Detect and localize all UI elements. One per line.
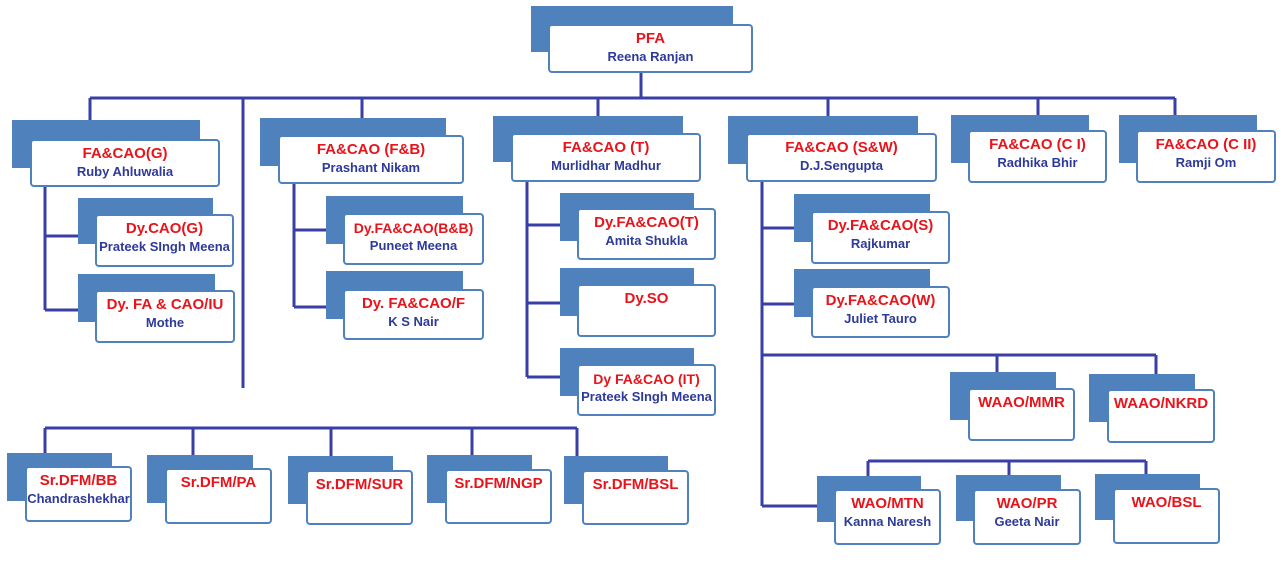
node-dfm-pa: Sr.DFM/PA [165,468,272,524]
node-person-name: Prateek SIngh Meena [581,389,712,404]
node-fa-ci: FA&CAO (C I) Radhika Bhir [968,130,1107,183]
node-title: WAAO/MMR [978,394,1065,411]
node-person-name: Prashant Nikam [321,160,421,175]
node-dy-fa-it: Dy FA&CAO (IT) Prateek SIngh Meena [577,364,716,416]
node-dfm-sur: Sr.DFM/SUR [306,470,413,525]
node-person-name: Kanna Naresh [843,514,932,529]
node-title: FA&CAO (T) [562,139,650,156]
node-wao-mtn: WAO/MTN Kanna Naresh [834,489,941,545]
node-title: Dy.FA&CAO(W) [825,292,936,309]
node-title: Dy.FA&CAO(T) [594,214,699,231]
node-title: FA&CAO(G) [82,145,168,162]
node-title: Dy. FA&CAO/F [361,295,466,312]
node-title: FA&CAO (F&B) [316,141,426,158]
node-person-name: Prateek SIngh Meena [99,239,230,254]
node-title: WAO/MTN [851,495,924,512]
node-person-name: Puneet Meena [369,238,458,253]
node-person-name: Amita Shukla [605,233,688,248]
node-title: FA&CAO (S&W) [785,139,898,156]
node-fa-fb: FA&CAO (F&B) Prashant Nikam [278,135,464,184]
node-title: FA&CAO (C II) [1155,136,1257,153]
node-title: Sr.DFM/PA [180,474,257,491]
node-person-name: Ruby Ahluwalia [76,164,174,179]
node-title: WAO/BSL [1131,494,1202,511]
node-fa-g: FA&CAO(G) Ruby Ahluwalia [30,139,220,187]
node-wao-bsl: WAO/BSL [1113,488,1220,544]
node-title: Dy.CAO(G) [125,220,204,237]
node-title: PFA [635,30,666,47]
node-fa-sw: FA&CAO (S&W) D.J.Sengupta [746,133,937,182]
node-dy-cao-g: Dy.CAO(G) Prateek SIngh Meena [95,214,234,267]
node-dy-fa-f: Dy. FA&CAO/F K S Nair [343,289,484,340]
node-person-name: K S Nair [388,314,439,329]
node-title: Dy.SO [624,290,669,307]
node-person-name: Rajkumar [850,236,911,251]
node-title: FA&CAO (C I) [989,136,1086,153]
node-title: WAAO/NKRD [1113,395,1209,412]
node-dy-fa-t: Dy.FA&CAO(T) Amita Shukla [577,208,716,260]
node-dy-fa-s: Dy.FA&CAO(S) Rajkumar [811,211,950,264]
node-dfm-bb: Sr.DFM/BB Chandrashekhar [25,466,132,522]
node-title: Sr.DFM/NGP [454,475,543,492]
node-fa-cii: FA&CAO (C II) Ramji Om [1136,130,1276,183]
node-pfa: PFA Reena Ranjan [548,24,753,73]
node-title: Sr.DFM/SUR [315,476,404,493]
node-dy-so: Dy.SO [577,284,716,337]
node-dy-fa-bb: Dy.FA&CAO(B&B) Puneet Meena [343,213,484,265]
node-person-name: Geeta Nair [994,514,1060,529]
node-waao-nkrd: WAAO/NKRD [1107,389,1215,443]
node-person-name: D.J.Sengupta [799,158,884,173]
node-person-name: Reena Ranjan [607,49,694,64]
node-title: Dy.FA&CAO(B&B) [353,220,474,236]
node-title: Sr.DFM/BB [39,472,118,489]
node-waao-mmr: WAAO/MMR [968,388,1075,441]
node-title: Dy.FA&CAO(S) [827,217,934,234]
node-wao-pr: WAO/PR Geeta Nair [973,489,1081,545]
node-person-name: Mothe [145,315,185,330]
node-fa-t: FA&CAO (T) Murlidhar Madhur [511,133,701,182]
node-person-name: Juliet Tauro [844,311,917,326]
node-title: Sr.DFM/BSL [592,476,679,493]
node-dfm-ngp: Sr.DFM/NGP [445,469,552,524]
node-person-name: Murlidhar Madhur [551,158,661,173]
node-person-name: Chandrashekhar [27,491,130,506]
node-title: Dy FA&CAO (IT) [593,371,700,387]
node-dy-fa-w: Dy.FA&CAO(W) Juliet Tauro [811,286,950,338]
node-title: WAO/PR [996,495,1058,512]
node-person-name: Ramji Om [1175,155,1237,170]
node-dfm-bsl: Sr.DFM/BSL [582,470,689,525]
node-title: Dy. FA & CAO/IU [106,296,224,313]
node-person-name: Radhika Bhir [997,155,1078,170]
node-dy-fa-iu: Dy. FA & CAO/IU Mothe [95,290,235,343]
